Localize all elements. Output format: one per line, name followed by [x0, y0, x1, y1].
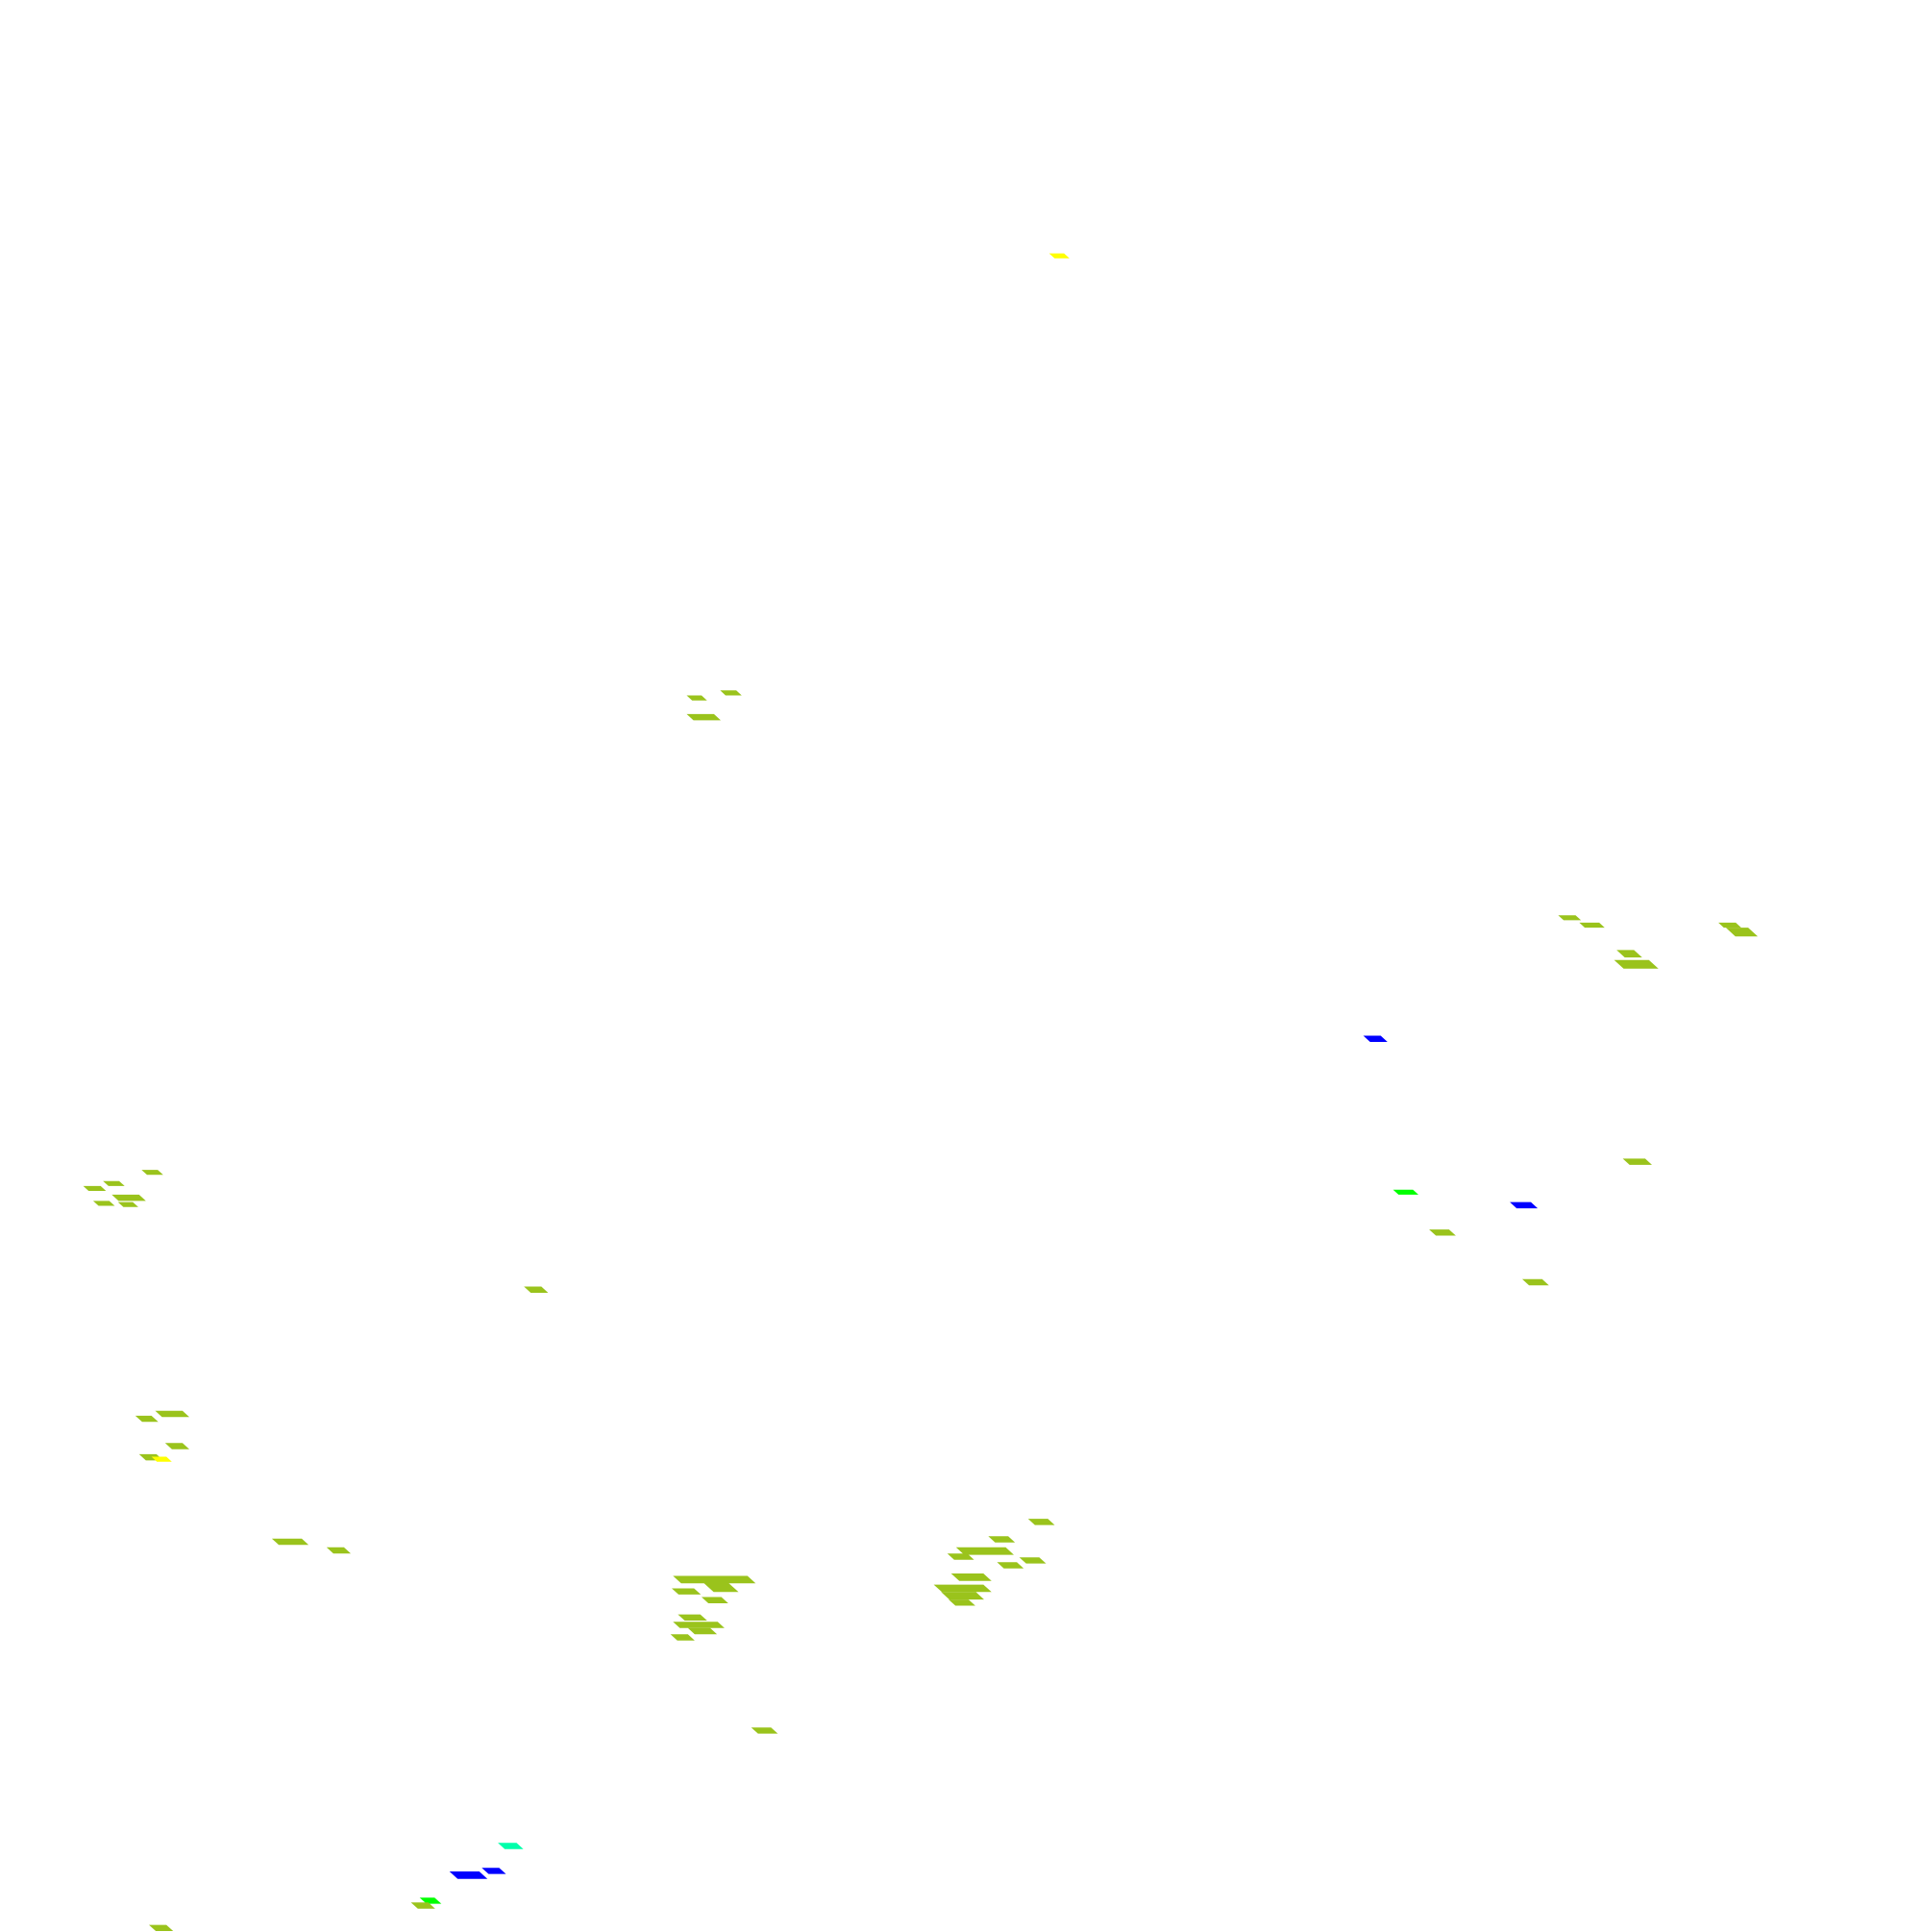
yellow-patch — [151, 1456, 172, 1462]
cyan-patch — [498, 1843, 524, 1849]
green-patch — [419, 1897, 442, 1904]
olive-patch — [1579, 922, 1605, 929]
olive-patch — [149, 1924, 174, 1931]
olive-patch — [410, 1902, 435, 1909]
olive-patch — [1429, 1229, 1456, 1236]
olive-patch — [1616, 950, 1642, 958]
olive-patch — [988, 1536, 1016, 1543]
olive-patch — [686, 695, 707, 701]
olive-patch — [678, 1614, 707, 1621]
olive-patch — [271, 1538, 309, 1546]
olive-patch — [155, 1410, 189, 1418]
olive-patch — [702, 1582, 739, 1593]
olive-patch — [947, 1553, 974, 1560]
olive-patch — [92, 1201, 115, 1206]
olive-patch — [672, 1588, 702, 1595]
olive-patch — [1558, 915, 1582, 921]
blue-patch — [1363, 1035, 1388, 1042]
olive-patch — [751, 1727, 778, 1734]
blue-patch — [1510, 1201, 1539, 1209]
blue-patch — [481, 1868, 506, 1874]
olive-patch — [950, 1573, 992, 1581]
green-patch — [1392, 1189, 1418, 1195]
olive-patch — [720, 690, 742, 696]
olive-patch — [135, 1415, 159, 1423]
olive-patch — [702, 1597, 728, 1603]
olive-patch — [673, 1575, 756, 1584]
olive-patch — [686, 713, 721, 721]
olive-patch — [111, 1194, 146, 1201]
yellow-patch — [1048, 253, 1070, 259]
olive-patch — [687, 1627, 718, 1635]
map-patches-layer — [83, 253, 1759, 1931]
olive-patch — [941, 1592, 984, 1600]
olive-patch — [103, 1180, 125, 1186]
olive-patch — [933, 1584, 992, 1593]
olive-patch — [1522, 1278, 1549, 1286]
olive-patch — [326, 1547, 351, 1554]
olive-patch — [955, 1547, 1014, 1555]
olive-patch — [670, 1634, 695, 1641]
olive-patch — [117, 1201, 138, 1207]
olive-patch — [1019, 1557, 1047, 1564]
olive-patch — [524, 1286, 549, 1293]
olive-patch — [673, 1622, 725, 1628]
olive-patch — [1027, 1519, 1055, 1525]
olive-patch — [164, 1443, 189, 1449]
olive-patch — [949, 1599, 975, 1606]
olive-patch — [1614, 959, 1659, 969]
blue-patch — [449, 1871, 488, 1879]
olive-patch — [141, 1170, 163, 1176]
olive-patch — [83, 1185, 107, 1191]
olive-patch — [1622, 1158, 1652, 1165]
olive-patch — [997, 1562, 1024, 1569]
olive-patch — [1718, 922, 1741, 929]
olive-patch — [1725, 928, 1759, 937]
